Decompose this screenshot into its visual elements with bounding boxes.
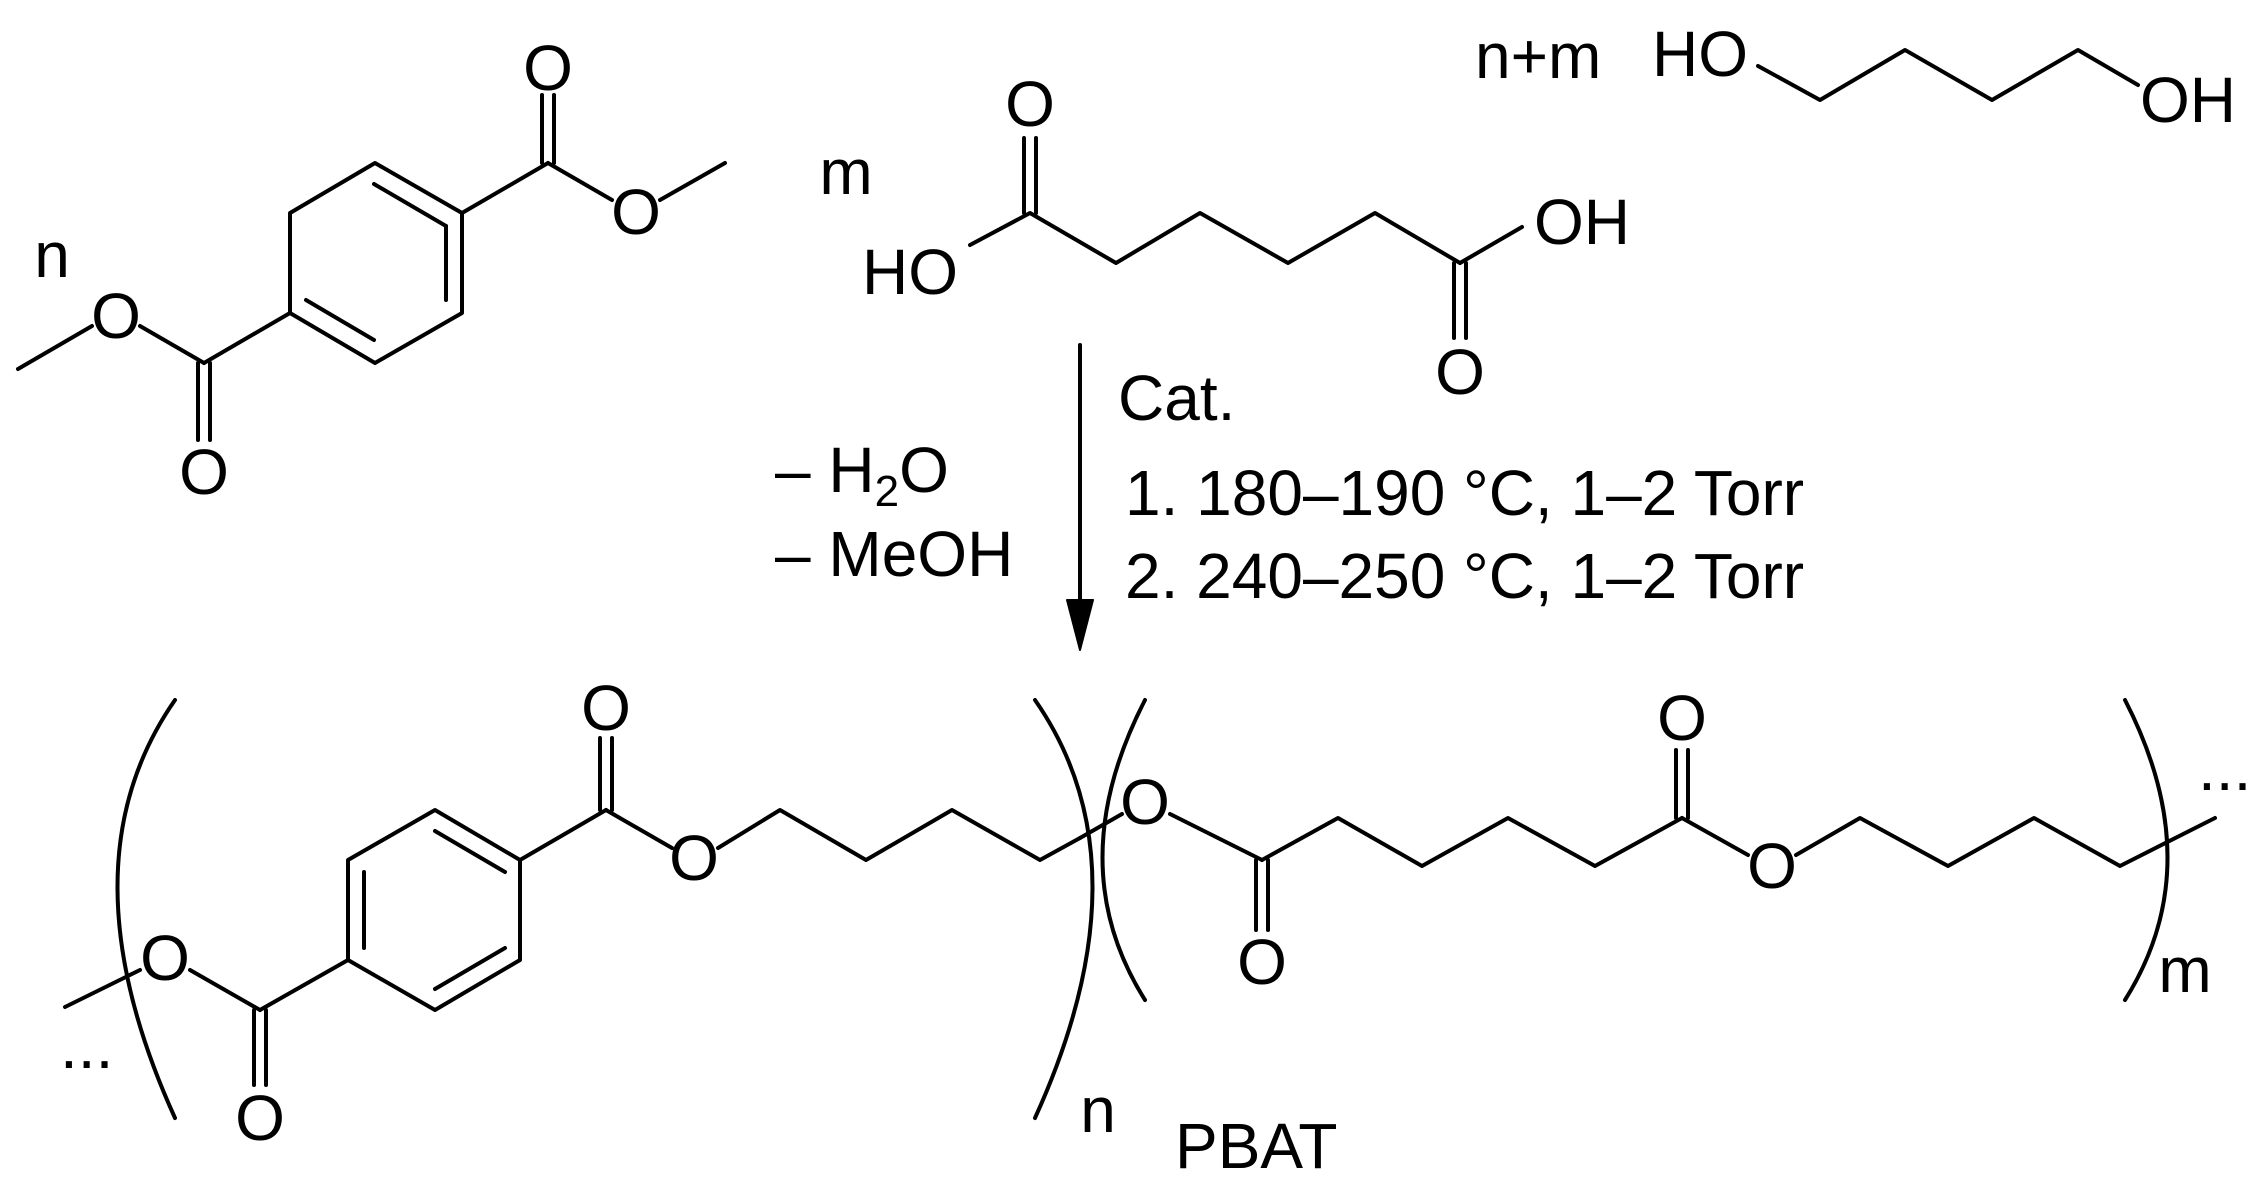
- aa-right-oh-bond: [1458, 225, 1524, 265]
- pbat-butylene-2: [1794, 816, 2217, 868]
- aa-chain: [968, 211, 1462, 265]
- dmt-bottom-ester-o: O: [91, 280, 141, 352]
- bracket-m-right: [2123, 698, 2170, 1002]
- pbat-ad-carbonyl-o-top: O: [1657, 682, 1707, 754]
- pbat-ad-carbonyl-o-bottom: O: [1237, 926, 1287, 998]
- dmt-ring-main: [288, 161, 464, 365]
- aa-left-carbonyl-o: O: [1005, 68, 1055, 140]
- condition-step-1: 1. 180–190 °C, 1–2 Torr: [1125, 457, 1804, 529]
- dmt-bottom-carbonyl-o: O: [179, 436, 229, 508]
- byproduct-water: – H2O: [775, 434, 949, 516]
- pbat-ester-o-4: O: [1747, 830, 1797, 902]
- bdo-chain: [1756, 48, 2140, 102]
- dmt-top-carbonyl-o: O: [523, 32, 573, 104]
- dmt-bottom-methyl: [16, 324, 94, 371]
- pbat-tp-carbonyl-o-top: O: [581, 672, 631, 744]
- pbat-bond: [1078, 812, 1124, 840]
- pbat-adipate-chain: [1260, 816, 1684, 868]
- subscript-n: n: [1080, 1074, 1116, 1146]
- dmt-top-c-bond: [460, 161, 550, 215]
- pbat-bond: [1168, 812, 1264, 862]
- dmt-top-methyl: [658, 161, 727, 202]
- bdo-left-hydroxyl: HO: [1652, 18, 1748, 90]
- subscript-m: m: [2158, 934, 2211, 1006]
- pbat-tp-ring-inner-3: [433, 946, 507, 991]
- aa-right-hydroxyl: OH: [1534, 186, 1630, 258]
- bdo-right-hydroxyl: OH: [2140, 64, 2236, 136]
- dmt-structure: O O O O: [16, 32, 727, 508]
- byproduct-methanol: – MeOH: [775, 518, 1013, 590]
- reaction-conditions: Cat. 1. 180–190 °C, 1–2 Torr 2. 240–250 …: [775, 362, 1804, 612]
- dimethyl-terephthalate: n O O: [34, 219, 70, 291]
- dmt-bottom-c-bond: [202, 311, 292, 365]
- adipic-acid: m O HO OH O: [819, 68, 1630, 408]
- pbat-ester-o-3: O: [1120, 766, 1170, 838]
- reaction-arrow: [1066, 343, 1094, 651]
- condition-step-2: 2. 240–250 °C, 1–2 Torr: [1125, 540, 1804, 612]
- pbat-ester-o-1: O: [140, 922, 190, 994]
- pbat-bond: [604, 808, 674, 850]
- pbat-tp-ring: [346, 808, 522, 1012]
- dmt-top-ester-o: O: [611, 176, 661, 248]
- pbat-product: ... O O O O n O O: [60, 672, 2251, 1182]
- catalyst-label: Cat.: [1118, 362, 1235, 434]
- pbat-bond: [258, 958, 350, 1012]
- pbat-bond: [1680, 816, 1750, 857]
- arrow-head: [1066, 599, 1094, 651]
- dmt-ring-inner-1: [372, 182, 448, 228]
- pbat-tp-carbonyl-o-bottom: O: [235, 1082, 285, 1154]
- pbat-bond: [188, 968, 262, 1012]
- bdo-coefficient: n+m: [1475, 20, 1601, 92]
- bracket-n-right: [1033, 698, 1095, 1120]
- product-name: PBAT: [1175, 1110, 1337, 1182]
- left-ellipsis: ...: [60, 1010, 113, 1082]
- dmt-bottom-co-single: [138, 324, 206, 365]
- dmt-top-co-single: [546, 161, 614, 202]
- bracket-m-left: [1100, 698, 1147, 1002]
- dmt-coefficient: n: [34, 219, 70, 291]
- dmt-ring-inner-2: [304, 298, 376, 342]
- pbat-tp-ring-inner-2: [433, 829, 507, 874]
- pbat-butylene-1: [716, 808, 1082, 862]
- aa-coefficient: m: [819, 136, 872, 208]
- pbat-ester-o-2: O: [669, 822, 719, 894]
- butanediol: n+m HO OH: [1475, 18, 2236, 136]
- aa-left-hydroxyl: HO: [862, 236, 958, 308]
- aa-right-carbonyl-o: O: [1435, 336, 1485, 408]
- bracket-n-left: [115, 698, 177, 1120]
- right-ellipsis: ...: [2198, 732, 2251, 804]
- pbat-bond: [518, 808, 608, 862]
